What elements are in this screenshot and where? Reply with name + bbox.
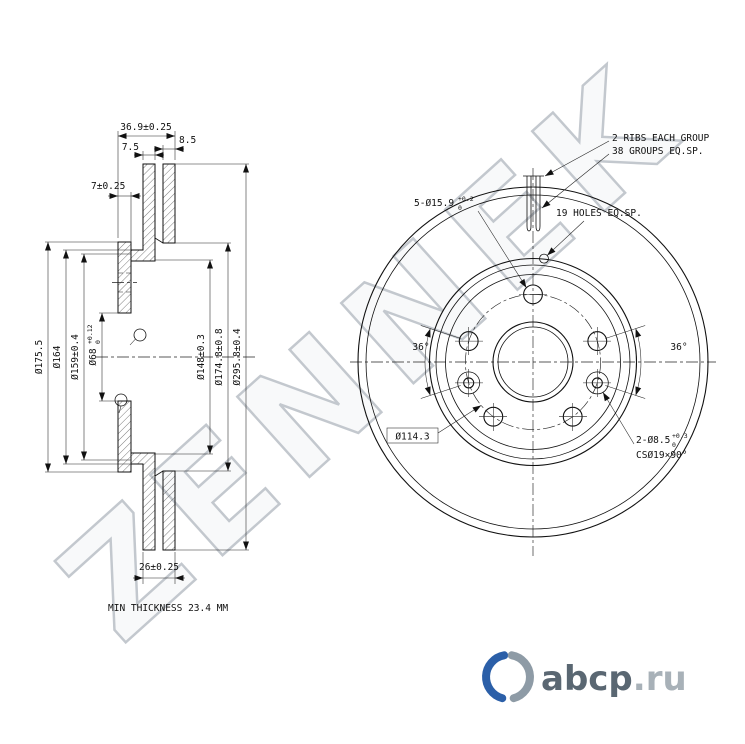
note-cs-holes: 2-Ø8.5 (636, 435, 670, 446)
dim-outer-dia-label: Ø295.8±0.4 (232, 328, 243, 385)
flange-bolt-hole-hidden (112, 272, 137, 293)
datum-symbol-a (129, 328, 147, 346)
note-ribs-line2: 38 GROUPS EQ.SP. (612, 146, 704, 157)
center-hole-chamfer-circle (497, 326, 569, 398)
front-view-notes: 2 RIBS EACH GROUP 38 GROUPS EQ.SP. 5-Ø15… (386, 133, 710, 461)
abcp-logo: abcp.ru (482, 651, 687, 703)
hat-flange-top (117, 241, 132, 314)
hub-inner-circle (445, 274, 621, 450)
datum-symbol-b (114, 393, 128, 414)
note-cs-holes-tol-upper: +0.3 (672, 432, 688, 440)
note-vent-holes: 19 HOLES EQ.SP. (556, 208, 642, 219)
section-dimensions: 36.9±0.25 8.5 7.5 7±0.25 (34, 122, 249, 614)
front-view: 36° 36° 2 RIBS EACH GROUP 38 GROUPS EQ.S… (350, 133, 716, 556)
dim-center-hole-label: Ø68 (88, 348, 99, 365)
note-bolt-holes: 5-Ø15.9 (414, 198, 454, 209)
outer-chamfer-circle (365, 194, 701, 530)
vent-closure-top (154, 237, 164, 244)
countersunk-holes (455, 369, 611, 397)
left-plate-bottom (130, 452, 156, 551)
note-ribs-line1: 2 RIBS EACH GROUP (612, 133, 710, 144)
outer-diameter-circle (357, 186, 709, 538)
hub-step-circle (435, 264, 631, 460)
note-bolt-holes-tol-lower: 0 (458, 204, 462, 212)
abcp-logo-text: abcp.ru (541, 659, 687, 699)
abcp-logo-gray-arc (507, 651, 534, 703)
dim-angle-left-label: 36° (412, 342, 429, 353)
dim-d164-label: Ø164 (52, 345, 63, 368)
note-cs-holes-tol-lower: 0 (672, 441, 676, 449)
dim-center-hole-tol-lower: 0 (94, 340, 102, 344)
abcp-logo-domain: .ru (633, 659, 687, 699)
hat-flange-bottom (117, 400, 132, 473)
left-plate-top (130, 163, 156, 262)
dim-hat-od-label: Ø175.5 (34, 340, 45, 374)
dim-center-hole-tol-upper: +0.12 (86, 324, 94, 344)
center-hole-circle (492, 321, 574, 403)
dim-ring-width-label: 26±0.25 (139, 562, 179, 573)
bolt-holes (455, 284, 611, 431)
dim-angle-right-label: 36° (670, 342, 687, 353)
vent-closure-bottom (154, 470, 164, 477)
dim-outer-plate-label: 8.5 (179, 135, 196, 146)
angle-dimensions: 36° 36° (412, 325, 688, 399)
right-plate-bottom (162, 470, 176, 551)
note-cs-spec: CSØ19×90° (636, 450, 687, 461)
section-hatched-solids (117, 163, 176, 551)
right-plate-top (162, 163, 176, 244)
abcp-logo-name: abcp (541, 659, 633, 699)
dim-d159-label: Ø159±0.4 (70, 334, 81, 380)
dim-d148-label: Ø148±0.3 (196, 334, 207, 380)
note-bolt-holes-tol-upper: +0.2 (458, 195, 474, 203)
disc-circles (357, 186, 709, 538)
dim-d174-label: Ø174.8±0.8 (214, 328, 225, 385)
section-view: 36.9±0.25 8.5 7.5 7±0.25 (34, 122, 256, 614)
abcp-logo-blue-arc (482, 651, 509, 703)
note-min-thickness: MIN THICKNESS 23.4 MM (108, 603, 228, 614)
dim-inner-plate-label: 7.5 (122, 142, 139, 153)
dim-overall-width-label: 36.9±0.25 (120, 122, 171, 133)
dim-bolt-circle-label: Ø114.3 (395, 432, 429, 443)
dim-flange-thickness-label: 7±0.25 (91, 181, 125, 192)
vent-hole (539, 253, 549, 264)
rib-detail (523, 175, 544, 232)
